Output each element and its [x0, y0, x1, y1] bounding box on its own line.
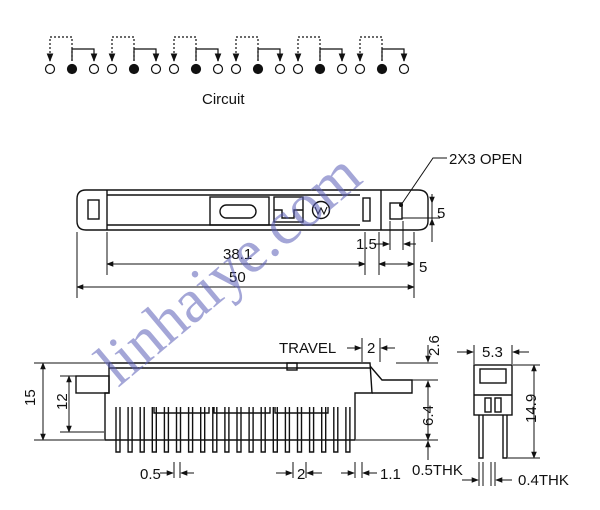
terminal-pin — [260, 407, 266, 453]
circuit-title: Circuit — [202, 91, 245, 108]
label-6-4: 6.4 — [420, 405, 437, 426]
circuit-terminal — [336, 63, 348, 75]
actuator-slot — [219, 204, 257, 219]
right-tab — [362, 197, 371, 222]
terminal-pin — [200, 407, 206, 453]
open-leader — [400, 157, 447, 206]
circuit-common-terminal — [314, 63, 326, 75]
label-5-right: 5 — [419, 259, 427, 276]
end-body-outline — [473, 364, 513, 416]
terminal-pin — [187, 407, 194, 453]
label-0-4thk: 0.4THK — [518, 472, 569, 489]
terminal-pin — [127, 407, 133, 453]
terminal-pin — [175, 407, 182, 453]
terminal-pin — [333, 407, 339, 453]
label-travel: TRAVEL — [279, 340, 336, 357]
terminal-pin — [151, 407, 157, 453]
leader-dot — [399, 203, 403, 207]
terminal-pin — [284, 407, 291, 453]
label-50: 50 — [229, 269, 246, 286]
circuit-common-terminal — [376, 63, 388, 75]
label-38-1: 38.1 — [223, 246, 252, 263]
side-actuator — [75, 375, 110, 394]
circuit-open-path — [359, 36, 383, 61]
terminal-pin — [308, 407, 315, 453]
left-mount-hole — [87, 199, 100, 220]
circuit-closed-path — [71, 48, 95, 61]
circuit-common-terminal — [66, 63, 78, 75]
label-2-6: 2.6 — [426, 335, 443, 356]
circuit-open-path — [297, 36, 321, 61]
circuit-closed-path — [381, 48, 405, 61]
circuit-common-terminal — [128, 63, 140, 75]
label-5-vertical: 5 — [437, 205, 445, 222]
label-0-5: 0.5 — [140, 466, 161, 483]
label-2-bottom: 2 — [297, 466, 305, 483]
knob-notch — [274, 209, 303, 219]
circuit-terminal — [168, 63, 180, 75]
terminal-pin — [139, 407, 145, 453]
travel-notch — [286, 362, 298, 371]
circuit-common-terminal — [190, 63, 202, 75]
terminal-pins — [115, 407, 351, 453]
top-view — [76, 189, 429, 231]
terminal-pin — [345, 407, 351, 453]
circuit-closed-path — [319, 48, 343, 61]
circuit-terminal — [292, 63, 304, 75]
circuit-closed-path — [195, 48, 219, 61]
circuit-terminal — [106, 63, 118, 75]
terminal-pin — [236, 407, 242, 453]
terminal-pin — [224, 407, 230, 453]
circuit-terminal — [150, 63, 162, 75]
label-15: 15 — [22, 389, 39, 406]
circuit-terminal — [230, 63, 242, 75]
label-12: 12 — [54, 393, 71, 410]
end-pins — [478, 415, 508, 459]
label-travel-value: 2 — [367, 340, 375, 357]
terminal-pin — [296, 407, 303, 453]
label-5-3: 5.3 — [482, 344, 503, 361]
side-view — [75, 362, 413, 453]
logo-w — [314, 206, 328, 216]
end-actuator — [479, 368, 507, 384]
watermark-text: linhaiye.com — [83, 140, 373, 399]
label-1-5: 1.5 — [356, 236, 377, 253]
terminal-pin — [115, 407, 121, 453]
circuit-open-path — [235, 36, 259, 61]
actuator-window — [209, 196, 270, 226]
terminal-pin — [272, 407, 278, 453]
circuit-terminal — [354, 63, 366, 75]
circuit-closed-path — [257, 48, 281, 61]
circuit-terminal — [44, 63, 56, 75]
terminal-pin — [321, 407, 327, 453]
contact-windows — [153, 407, 329, 414]
end-contact-right — [494, 397, 502, 413]
terminal-pin — [248, 407, 254, 453]
label-1-1: 1.1 — [380, 466, 401, 483]
circuit-open-path — [111, 36, 135, 61]
circuit-open-path — [49, 36, 73, 61]
circuit-diagram — [44, 36, 410, 75]
label-14-9: 14.9 — [523, 394, 540, 423]
end-view — [473, 364, 513, 459]
circuit-closed-path — [133, 48, 157, 61]
label-2x3-open: 2X3 OPEN — [449, 151, 522, 168]
end-contact-left — [484, 397, 492, 413]
logo-mark — [311, 200, 331, 220]
circuit-terminal — [274, 63, 286, 75]
circuit-terminal — [398, 63, 410, 75]
open-hole — [389, 202, 403, 220]
slide-body-outline — [76, 189, 429, 231]
circuit-terminal — [88, 63, 100, 75]
circuit-common-terminal — [252, 63, 264, 75]
circuit-terminal — [212, 63, 224, 75]
label-0-5thk: 0.5THK — [412, 462, 463, 479]
terminal-pin — [163, 407, 170, 453]
side-right-tab — [369, 365, 413, 394]
terminal-pin — [212, 407, 218, 453]
circuit-open-path — [173, 36, 197, 61]
